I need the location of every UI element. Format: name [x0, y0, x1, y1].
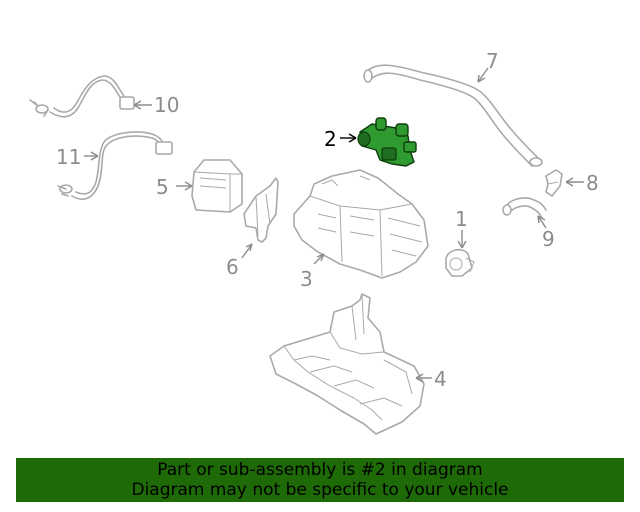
part-7-vapor-hose — [363, 64, 543, 167]
banner-line-1: Part or sub-assembly is #2 in diagram — [157, 460, 483, 480]
callout-4: 4 — [415, 367, 447, 391]
callout-8-label: 8 — [586, 171, 599, 195]
part-4-canister-tray — [269, 293, 425, 435]
part-2-purge-valve — [357, 117, 417, 167]
callout-2-label: 2 — [324, 127, 337, 151]
part-1-pressure-sensor — [445, 248, 475, 277]
callout-5-label: 5 — [156, 175, 169, 199]
part-6-bracket — [243, 177, 279, 243]
callout-11-label: 11 — [56, 145, 81, 169]
callout-2: 2 — [324, 127, 357, 151]
part-8-hose-connector — [545, 169, 563, 197]
callout-10: 10 — [133, 93, 179, 117]
callout-6: 6 — [226, 243, 253, 279]
callout-3: 3 — [300, 253, 325, 291]
callout-1-label: 1 — [455, 207, 468, 231]
callout-9-label: 9 — [542, 227, 555, 251]
info-banner: Part or sub-assembly is #2 in diagram Di… — [16, 458, 624, 502]
callout-10-label: 10 — [154, 93, 179, 117]
part-5-control-module — [191, 159, 243, 213]
callout-7-label: 7 — [486, 49, 499, 73]
callout-3-label: 3 — [300, 267, 313, 291]
callout-5: 5 — [156, 175, 193, 199]
banner-line-2: Diagram may not be specific to your vehi… — [131, 480, 509, 500]
part-9-short-hose — [502, 197, 547, 219]
part-11-oxygen-sensor — [57, 131, 173, 200]
part-3-evap-canister — [293, 169, 429, 279]
callout-8: 8 — [565, 171, 599, 195]
callout-1: 1 — [455, 207, 468, 249]
callout-6-label: 6 — [226, 255, 239, 279]
callout-7: 7 — [477, 49, 499, 83]
callout-9: 9 — [537, 215, 555, 251]
callout-11: 11 — [56, 145, 99, 169]
callout-4-label: 4 — [434, 367, 447, 391]
part-10-oxygen-sensor — [29, 75, 135, 118]
